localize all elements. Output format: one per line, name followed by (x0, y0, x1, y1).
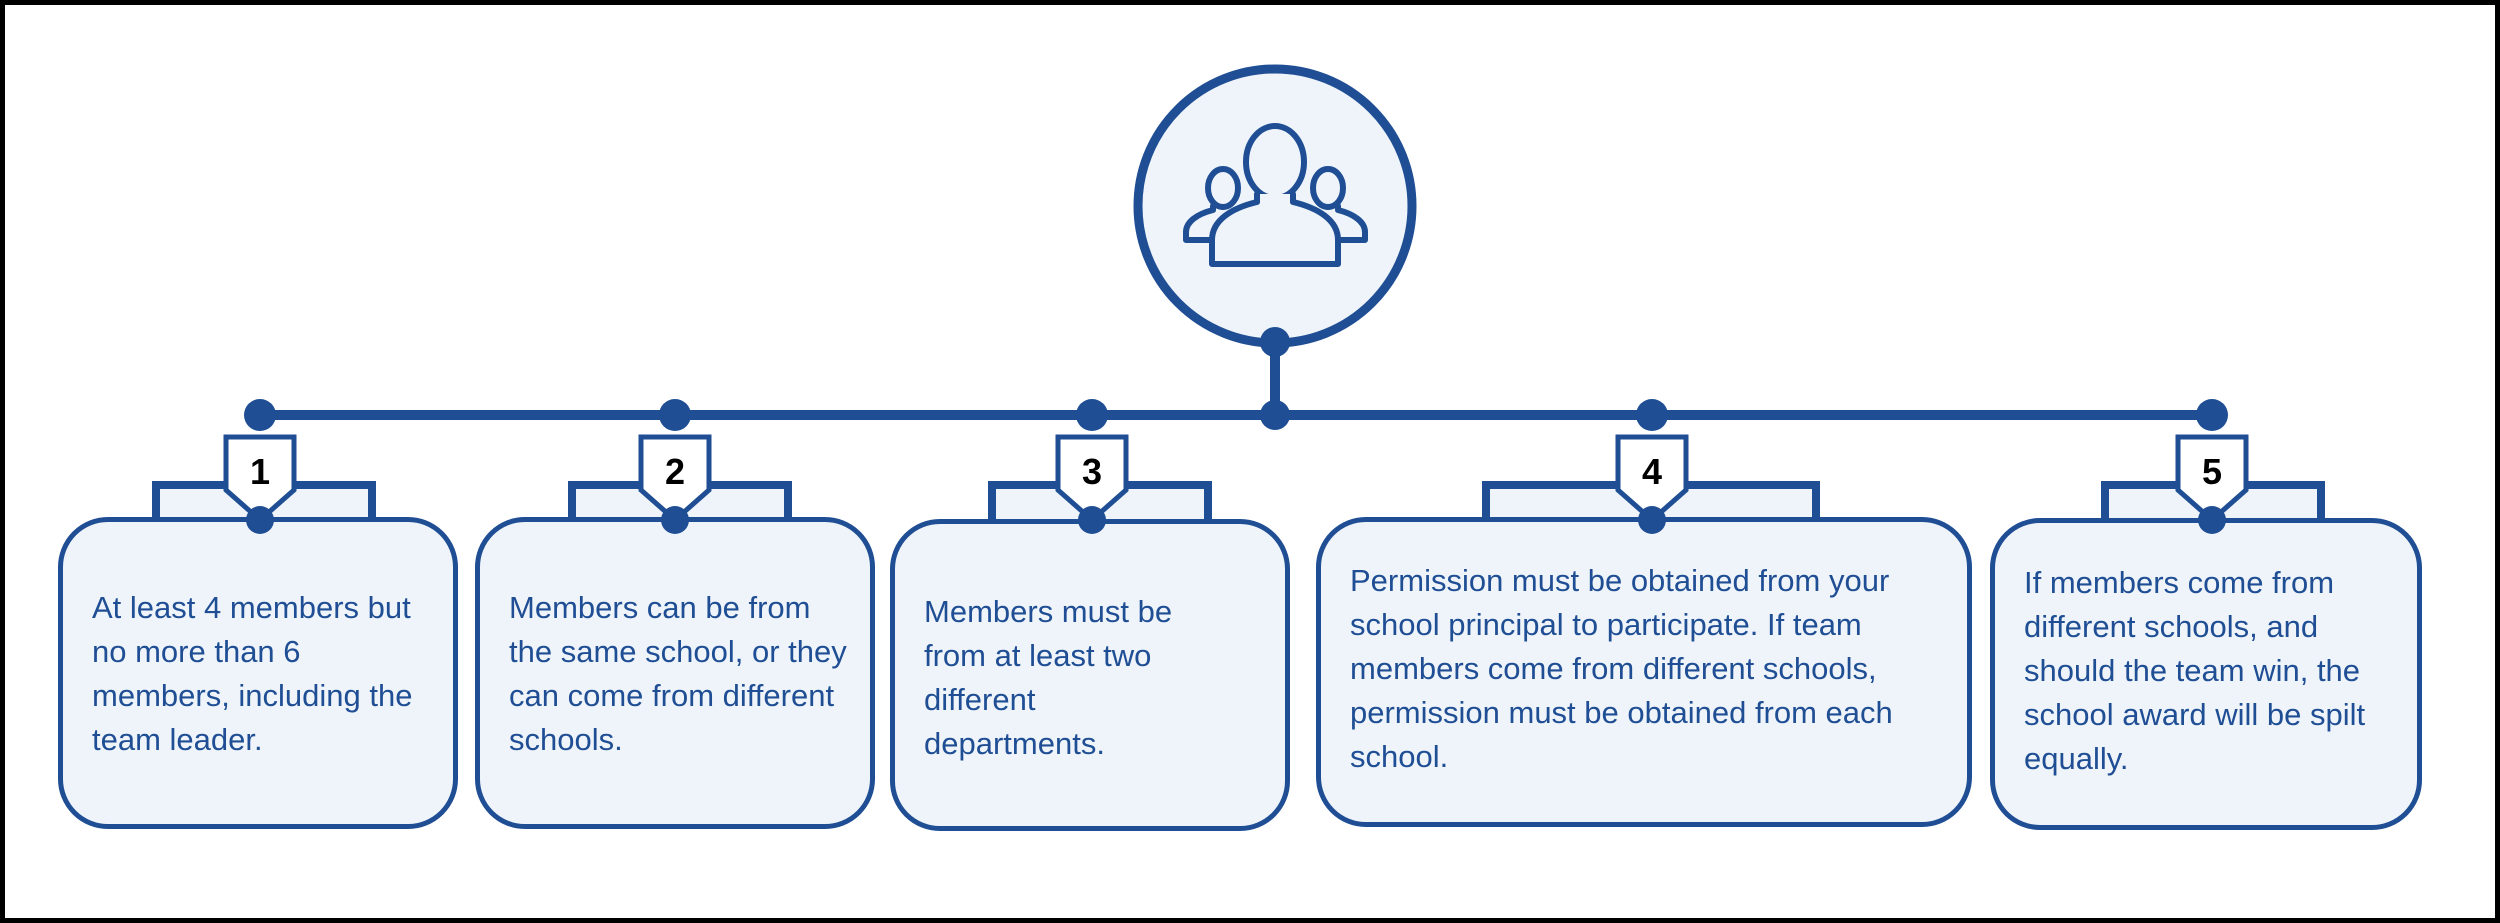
step-number-3: 3 (1081, 451, 1103, 492)
step-text-4: Permission must be obtained from your sc… (1350, 563, 1893, 774)
step-text-1: At least 4 members but no more than 6 me… (92, 590, 413, 757)
step-number-5: 5 (2201, 451, 2223, 492)
badge-5-shape (2175, 434, 2249, 524)
step-card-1 (58, 517, 458, 829)
badge-1-shape (223, 434, 297, 524)
bus-dots (244, 399, 2228, 431)
hub-bottom-dot (1260, 327, 1290, 357)
step-card-4 (1316, 517, 1972, 827)
step-text-2: Members can be from the same school, or … (509, 590, 847, 757)
badge-4-shape (1615, 434, 1689, 524)
step-card-2 (475, 517, 875, 829)
step-card-5 (1990, 518, 2422, 830)
step-text-3: Members must be from at least two differ… (924, 594, 1173, 761)
step-number-2: 2 (664, 451, 686, 492)
step-number-1: 1 (249, 451, 271, 492)
step-number-4: 4 (1641, 451, 1663, 492)
step-text-5: If members come from different schools, … (2024, 565, 2366, 776)
badge-2-shape (638, 434, 712, 524)
team-people-icon (1183, 123, 1368, 267)
step-card-3 (890, 519, 1290, 831)
number-badges (223, 434, 2249, 524)
bus-center-dot (1260, 400, 1290, 430)
badge-3-shape (1055, 434, 1129, 524)
